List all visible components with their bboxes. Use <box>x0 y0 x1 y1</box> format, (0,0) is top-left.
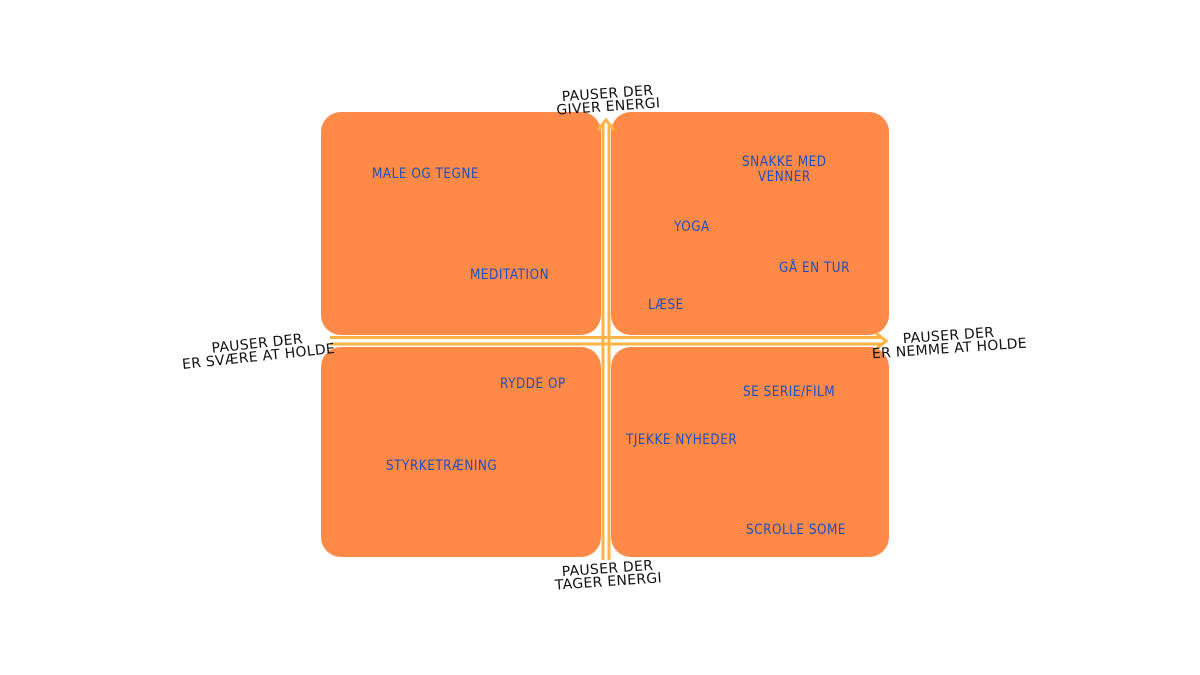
quadrant-top-left <box>321 112 601 335</box>
arrow-up-icon <box>596 117 616 131</box>
vertical-axis <box>596 117 616 560</box>
quadrant-top-right <box>611 112 889 335</box>
item-male-og-tegne: MALE OG TEGNE <box>372 166 480 182</box>
item-gaa-en-tur: GÅ EN TUR <box>779 260 851 276</box>
quadrant-bottom-right <box>611 347 889 557</box>
item-rydde-op: RYDDE OP <box>500 376 566 392</box>
item-yoga: YOGA <box>674 219 710 235</box>
item-tjekke-nyheder: TJEKKE NYHEDER <box>626 432 738 448</box>
horizontal-axis <box>330 331 889 351</box>
item-scrolle-some: SCROLLE SOME <box>746 522 847 538</box>
arrow-right-icon <box>875 331 889 351</box>
item-se-serie-film: SE SERIE/FILM <box>743 384 836 400</box>
item-meditation: MEDITATION <box>470 267 550 283</box>
quadrant-bottom-left <box>321 347 601 557</box>
item-styrketraening: STYRKETRÆNING <box>386 458 498 474</box>
item-laese: LÆSE <box>648 297 684 313</box>
item-snakke-med-venner: SNAKKE MED VENNER <box>742 154 827 185</box>
